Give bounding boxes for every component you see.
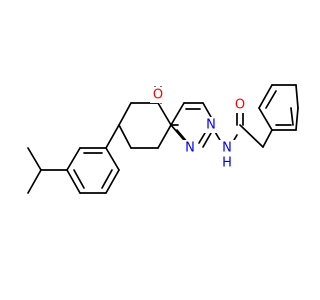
bond: [198, 132, 206, 144]
bond: [295, 107, 299, 131]
amide-oxygen-label: O: [235, 98, 245, 113]
bond: [202, 132, 212, 148]
bond: [118, 102, 132, 126]
bond: [105, 147, 120, 171]
ketone-oxygen-label: O: [153, 88, 163, 103]
pyrimidine-nitrogen-bottom-label: N: [185, 141, 195, 156]
bond: [157, 124, 172, 149]
bond: [170, 102, 185, 126]
molecule-structure: O N N N H O: [27, 84, 299, 194]
bond: [101, 169, 113, 189]
pyrimidine-nitrogen-top-label: N: [206, 118, 216, 133]
bond: [258, 107, 273, 131]
bond: [105, 124, 120, 149]
amide-nitrogen-label: N: [222, 141, 232, 156]
bond: [290, 107, 294, 126]
bond: [258, 84, 273, 109]
bond: [27, 147, 42, 171]
atom-labels: O N N N H O: [150, 87, 248, 171]
structure-canvas: O N N N H O: [27, 84, 299, 194]
bond: [295, 84, 299, 109]
bond: [157, 102, 172, 126]
bond: [66, 169, 81, 194]
bond: [27, 169, 42, 194]
bond: [73, 169, 85, 189]
bond: [265, 90, 277, 109]
bond: [239, 124, 264, 148]
bond: [66, 147, 81, 171]
amide-hydrogen-label: H: [222, 156, 232, 171]
bond: [118, 124, 132, 149]
bonds: [27, 84, 299, 194]
bond: [105, 169, 120, 194]
bond: [262, 129, 273, 148]
bond: [202, 102, 212, 118]
